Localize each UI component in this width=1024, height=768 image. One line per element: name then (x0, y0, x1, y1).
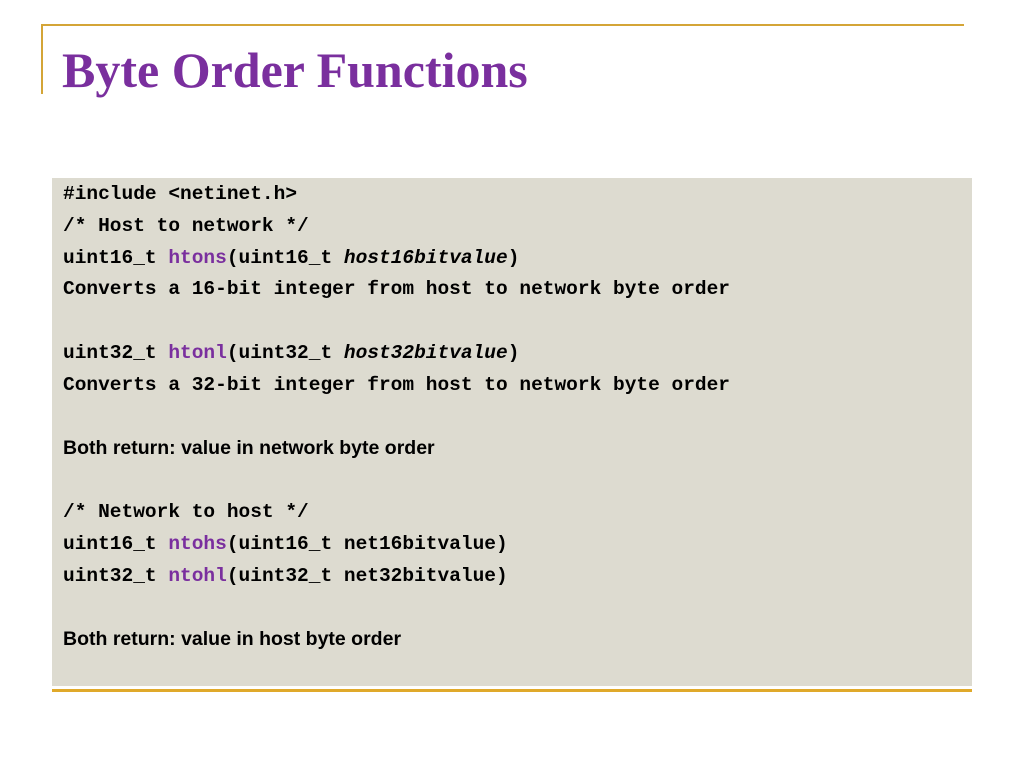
code-box (52, 178, 972, 686)
ntohl-close: ) (496, 564, 508, 587)
ntohs-parameter: net16bitvalue (343, 532, 496, 555)
blank-line (63, 403, 730, 435)
ntohl-function-name: ntohl (168, 564, 227, 587)
htons-return-type: uint16_t (63, 246, 169, 269)
comment-host-to-network: /* Host to network */ (63, 214, 309, 237)
htonl-open: (uint32_t (226, 341, 344, 364)
ntohl-parameter: net32bitvalue (343, 564, 496, 587)
blank-line (63, 307, 730, 339)
comment-network-to-host: /* Network to host */ (63, 500, 309, 523)
htons-signature: uint16_t htons(uint16_t host16bitvalue) (63, 244, 730, 276)
htons-description: Converts a 16-bit integer from host to n… (63, 278, 731, 301)
code-box-bottom-rule (52, 689, 972, 692)
htonl-signature: uint32_t htonl(uint32_t host32bitvalue) (63, 339, 730, 371)
ntohs-function-name: ntohs (168, 532, 227, 555)
ntohl-open: (uint32_t (226, 564, 344, 587)
code-listing: #include <netinet.h> /* Host to network … (63, 180, 730, 657)
title-frame-left-rule (41, 24, 43, 94)
blank-line (63, 593, 730, 625)
return-network-note: Both return: value in network byte order (63, 437, 435, 460)
htonl-close: ) (507, 341, 520, 364)
htons-close: ) (507, 246, 520, 269)
htons-parameter: host16bitvalue (343, 246, 508, 269)
ntohs-close: ) (496, 532, 508, 555)
htons-function-name: htons (168, 246, 227, 269)
htonl-description: Converts a 32-bit integer from host to n… (63, 373, 731, 396)
ntohs-signature: uint16_t ntohs(uint16_t net16bitvalue) (63, 530, 730, 562)
htonl-function-name: htonl (168, 341, 227, 364)
return-host-note: Both return: value in host byte order (63, 628, 402, 651)
htonl-return-type: uint32_t (63, 341, 169, 364)
title-frame-top-rule (41, 24, 964, 26)
include-line: #include <netinet.h> (63, 183, 298, 205)
ntohl-return-type: uint32_t (63, 564, 169, 587)
ntohs-return-type: uint16_t (63, 532, 169, 555)
htonl-parameter: host32bitvalue (343, 341, 508, 364)
htons-open: (uint16_t (226, 246, 344, 269)
ntohs-open: (uint16_t (226, 532, 344, 555)
ntohl-signature: uint32_t ntohl(uint32_t net32bitvalue) (63, 562, 730, 594)
slide-title: Byte Order Functions (62, 42, 528, 98)
blank-line (63, 466, 730, 498)
